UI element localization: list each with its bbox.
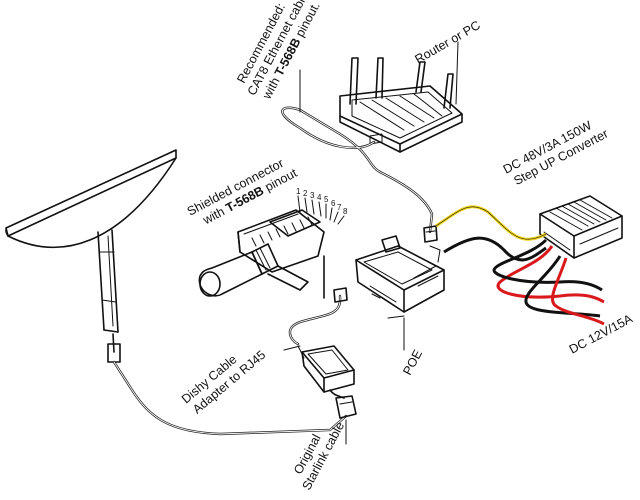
original-cable-label: Original Starlink cable — [291, 420, 347, 493]
rj45-connector-icon — [198, 195, 345, 299]
dc-input-wires — [492, 238, 605, 326]
pin-3: 3 — [310, 191, 315, 200]
dishy-cable-label: Dishy Cable Adapter to RJ45 — [179, 348, 268, 417]
pin-7: 7 — [337, 203, 342, 212]
pin-2: 2 — [303, 189, 308, 198]
adapter-cable — [288, 287, 348, 346]
pin-6: 6 — [331, 199, 336, 208]
dc-output-wires — [435, 205, 547, 262]
pin-8: 8 — [343, 207, 348, 216]
original-starlink-cable — [112, 360, 357, 436]
ethernet-cable — [281, 106, 438, 243]
recommended-cable-label: Recommended: CAT8 Ethernet cable with T-… — [234, 0, 322, 102]
dishy-adapter-icon — [297, 345, 355, 399]
pin-1: 1 — [296, 187, 301, 196]
leader-lines — [283, 41, 459, 351]
converter-label: DC 48V/3A 150W Step UP Converter — [501, 118, 611, 188]
router-icon — [339, 57, 463, 153]
step-up-converter-icon — [539, 195, 623, 259]
poe-label: POE — [400, 348, 425, 378]
pin-numbers: 1 2 3 4 5 6 7 8 — [296, 187, 348, 216]
router-label: Router or PC — [413, 18, 483, 67]
dc-input-label: DC 12V/15A — [567, 311, 636, 356]
pin-4: 4 — [317, 193, 322, 202]
poe-injector-icon — [355, 235, 445, 351]
pin-5: 5 — [324, 195, 329, 204]
starlink-dish-icon — [5, 149, 177, 363]
